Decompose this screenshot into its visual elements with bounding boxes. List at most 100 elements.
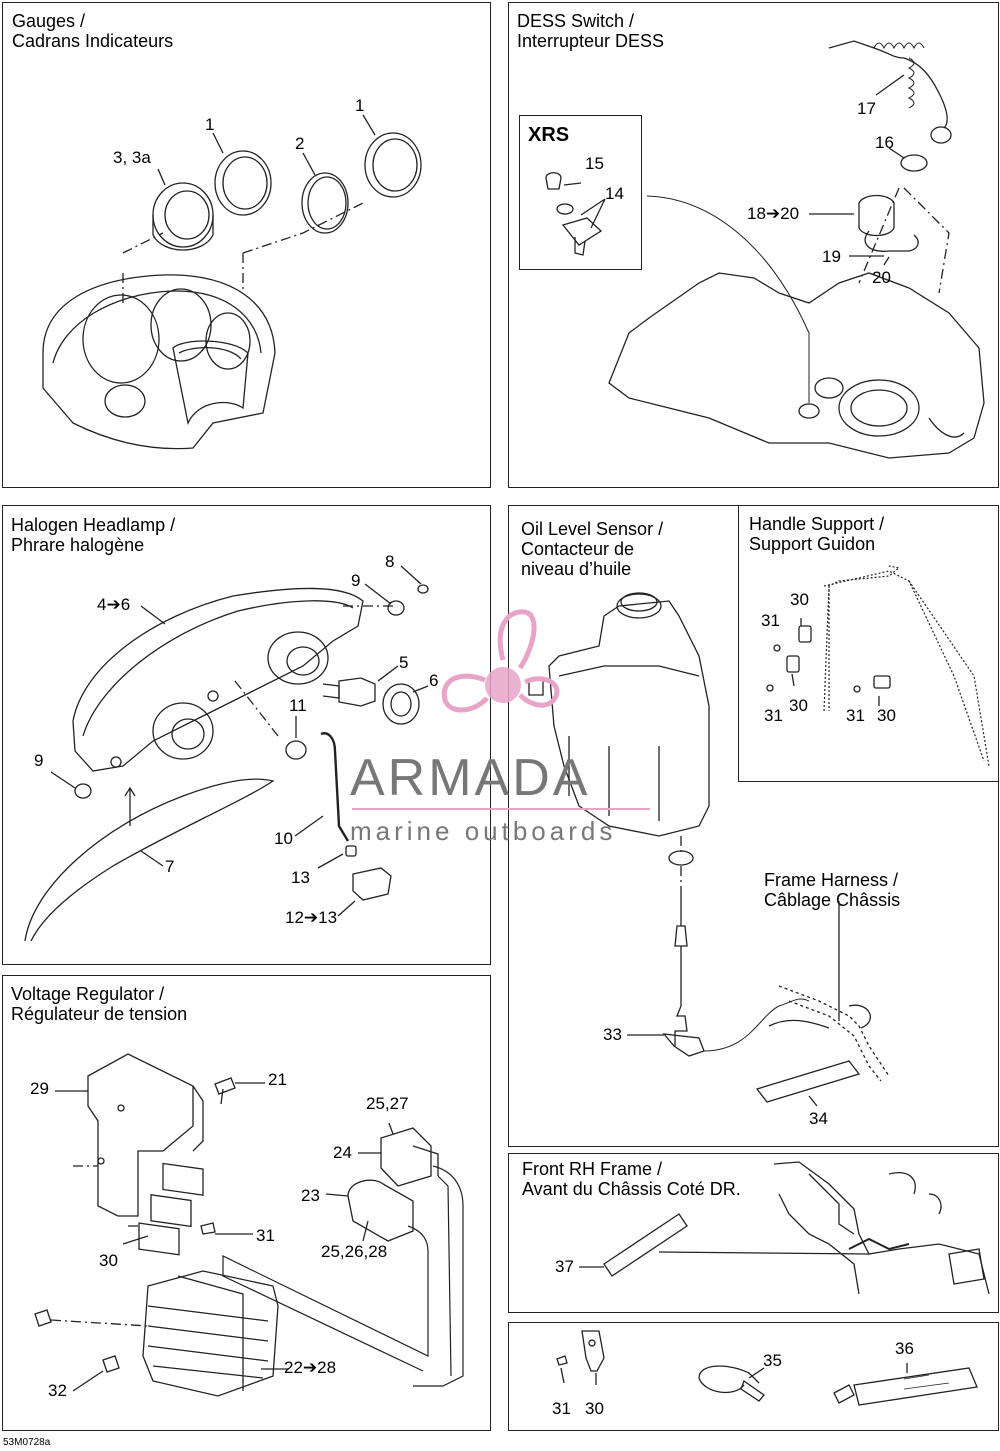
xrs-inset: XRS [519, 115, 642, 270]
callout-35: 35 [763, 1351, 782, 1370]
callout-misc-31: 31 [552, 1399, 571, 1418]
callout-31: 31 [256, 1226, 275, 1245]
callout-37: 37 [555, 1257, 574, 1276]
deflector-strip-7 [25, 779, 273, 941]
callout-2: 2 [295, 134, 305, 153]
connector-24 [381, 1128, 431, 1186]
handlebar-cover [609, 273, 984, 458]
watermark-tagline: marine outboards [350, 816, 617, 846]
regulator-diagram [3, 976, 492, 1432]
switch-18 [859, 196, 894, 236]
callout-30b: 30 [789, 696, 808, 715]
panel-title-line1: Voltage Regulator / [11, 984, 165, 1004]
front-frame [774, 1162, 989, 1294]
callout-30a: 30 [790, 590, 809, 609]
callout-19: 19 [822, 247, 841, 266]
panel-title-line1: Oil Level Sensor / [521, 519, 664, 539]
callout-22-28: 22➔28 [284, 1358, 337, 1377]
handle-support-frame [824, 566, 989, 766]
callout-17: 17 [857, 99, 876, 118]
callout-21: 21 [268, 1070, 287, 1089]
gauge-bezel-large [173, 341, 248, 423]
connector-23 [348, 1180, 413, 1241]
cap-16 [901, 155, 927, 171]
cable-tie-35 [699, 1366, 764, 1401]
panel-front-rh-frame: Front RH Frame / Avant du Châssis Coté D… [508, 1153, 999, 1313]
callout-13: 13 [291, 868, 310, 887]
oil-sensor-33 [675, 886, 687, 1046]
callout-25-27: 25,27 [366, 1094, 409, 1113]
panel-handle-support: Handle Support / Support Guidon 30 31 30… [738, 505, 999, 782]
callout-32: 32 [48, 1381, 67, 1400]
handle-diagram [739, 506, 1000, 783]
callout-30: 30 [99, 1251, 118, 1270]
panel-title-line2: Support Guidon [749, 534, 876, 554]
panel-title-line2: Interrupteur DESS [517, 31, 665, 51]
voltage-regulator [143, 1271, 278, 1396]
watermark-rule [352, 808, 650, 810]
panel-title-line1: Gauges / [12, 11, 86, 31]
propeller-hub-icon [485, 667, 521, 703]
tape-37 [604, 1214, 687, 1276]
callout-10: 10 [274, 829, 293, 848]
panel-title-line1: DESS Switch / [517, 11, 635, 31]
callout-25-26-28: 25,26,28 [321, 1242, 388, 1261]
ring-1b [365, 133, 421, 197]
headlamp-housing [73, 588, 363, 771]
callout-3: 3, 3a [113, 148, 151, 167]
watermark-logo [425, 600, 565, 730]
panel-halogen-headlamp: Halogen Headlamp / Phrare halogène [2, 505, 491, 965]
callout-31b: 31 [764, 706, 783, 725]
oil-diagram [509, 506, 1000, 1148]
panel-gauges: Gauges / Cadrans Indicateurs 1 1 2 [2, 2, 491, 488]
watermark-brand: ARMADA [350, 749, 591, 807]
vent-tube-10 [321, 733, 348, 841]
sealant-tube-36 [834, 1368, 977, 1405]
panel-title-line2: Cadrans Indicateurs [12, 31, 174, 51]
dashboard-housing [43, 275, 275, 449]
callout-misc-30: 30 [585, 1399, 604, 1418]
ring-1a [215, 151, 271, 215]
callout-18: 18➔20 [747, 204, 800, 223]
callout-7: 7 [165, 857, 175, 876]
bulb-5 [339, 678, 375, 706]
callout-14: 14 [605, 184, 624, 203]
connector-12 [353, 868, 391, 900]
callout-33: 33 [603, 1025, 622, 1044]
panel-title-line2: Avant du Châssis Coté DR. [522, 1179, 741, 1199]
clip-30 [582, 1331, 604, 1371]
oil-tank [549, 601, 709, 836]
panel-title-line1: Front RH Frame / [522, 1159, 663, 1179]
panel-dess-switch: DESS Switch / Interrupteur DESS XRS [508, 2, 999, 488]
callout-30c: 30 [877, 706, 896, 725]
callout-24: 24 [333, 1143, 352, 1162]
panel-title-line3: niveau d’huile [521, 559, 632, 579]
frame-harness [779, 986, 889, 1081]
callout-6: 6 [429, 671, 439, 690]
callout-16: 16 [875, 133, 894, 152]
callout-20: 20 [872, 268, 891, 287]
callout-29: 29 [30, 1079, 49, 1098]
callout-15: 15 [585, 154, 604, 173]
callout-9b: 9 [34, 751, 44, 770]
callout-5: 5 [399, 653, 409, 672]
callout-4: 4➔6 [97, 595, 131, 614]
panel-voltage-regulator: Voltage Regulator / Régulateur de tensio… [2, 975, 491, 1431]
tape-34 [757, 1061, 859, 1102]
dess-diagram [509, 3, 1000, 489]
misc-diagram [509, 1323, 1000, 1432]
figure-reference: 53M0728a [3, 1437, 51, 1448]
panel-title-line1: Handle Support / [749, 514, 885, 534]
lens-2 [302, 173, 348, 233]
callout-36: 36 [895, 1339, 914, 1358]
callout-31a: 31 [761, 611, 780, 630]
callout-8: 8 [385, 552, 395, 571]
panel-title-line2: Régulateur de tension [11, 1004, 188, 1024]
panel-title-line2: Contacteur de [521, 539, 635, 559]
bracket-29 [88, 1054, 193, 1216]
gauges-diagram [3, 3, 492, 489]
callout-23: 23 [301, 1186, 320, 1205]
retainer-6 [383, 684, 419, 724]
lanyard-17 [829, 41, 947, 128]
callout-1a: 1 [205, 115, 215, 134]
